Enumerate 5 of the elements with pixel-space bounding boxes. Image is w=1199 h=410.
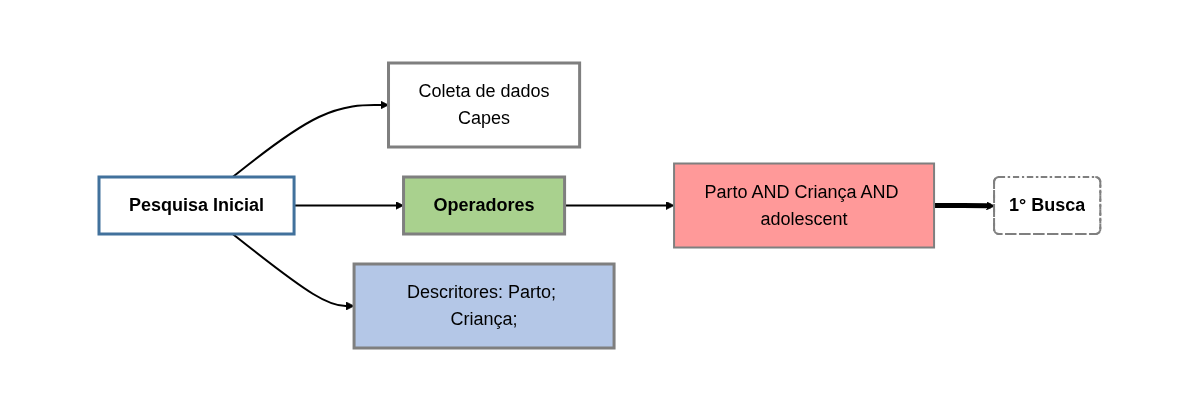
node-box: Coleta de dados Capes [386,61,581,148]
node-box: Descritores: Parto; Criança; [352,262,616,349]
node-box: Pesquisa Inicial [97,175,296,235]
node-box: Parto AND Criança AND adolescent [672,162,935,248]
node-box: Operadores [401,175,566,235]
